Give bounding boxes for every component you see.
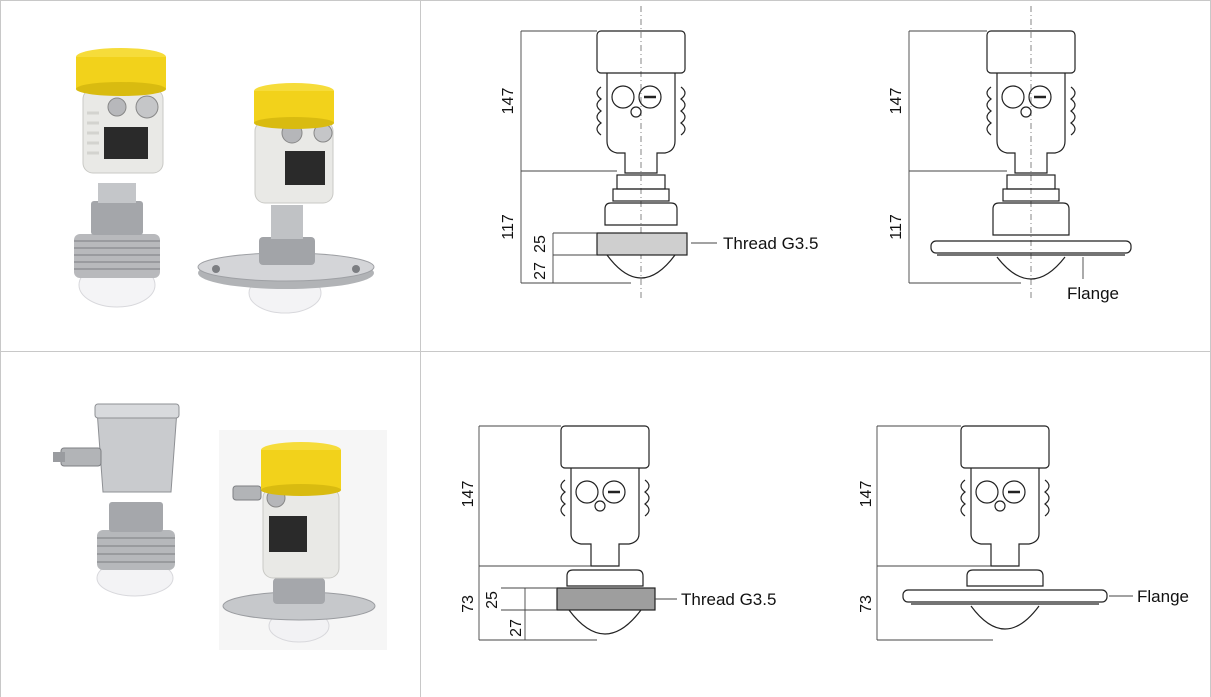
dim-label-thread-25-c: 25 [484,591,501,609]
product-photos-row2 [53,403,387,650]
svg-text:147: 147 [500,88,517,115]
table-border-left [0,0,1,697]
svg-text:25: 25 [532,235,549,253]
stainless-threaded-transmitter-photo [53,403,180,597]
dim-label-thread-25: 25 [532,235,549,253]
dim-label-lower-73-d: 73 [858,595,875,613]
dim-label-lower-73: 73 [460,595,477,613]
dim-label-housing-147: 147 [500,88,517,115]
svg-text:27: 27 [532,262,549,280]
svg-text:117: 117 [888,214,905,240]
callout-thread-label: Thread G3.5 [723,234,818,253]
dim-label-lower-117: 117 [500,214,517,240]
dimension-lines-1 [520,30,717,284]
dimension-lines-4 [876,425,1133,641]
dimension-lines-2 [908,30,1084,284]
yellow-cap-flanged-transmitter-2-photo [219,430,387,650]
dimension-lines-3 [478,425,677,641]
threaded-dimension-drawing-2 [556,425,656,635]
svg-text:147: 147 [888,88,905,115]
photo-cell-row2 [1,352,420,697]
dim-label-housing-147-b: 147 [888,88,905,115]
dim-label-lens-27-c: 27 [508,619,525,637]
drawing-cell-row2: 147 73 25 27 Thread G3.5 [421,352,1210,697]
callout-thread-label-2: Thread G3.5 [681,590,776,609]
dim-label-housing-147-c: 147 [460,481,477,508]
flanged-dimension-drawing-2 [902,425,1108,630]
svg-text:73: 73 [460,595,477,613]
product-photos-row1 [74,48,375,314]
yellow-cap-threaded-transmitter-photo [74,48,166,308]
threaded-dimension-drawing-1 [596,6,688,301]
dim-label-housing-147-d: 147 [858,481,875,508]
flanged-dimension-drawing-1 [930,6,1132,301]
dim-label-lower-117-b: 117 [888,214,905,240]
photo-cell-row1 [1,1,420,351]
svg-text:73: 73 [858,595,875,613]
dim-label-lens-27: 27 [532,262,549,280]
dimension-drawings-row2: 147 73 25 27 Thread G3.5 [460,425,1189,641]
table-column-divider [420,0,421,697]
table-border-top [0,0,1211,1]
dimension-drawings-row1: 147 117 25 27 Thread G3.5 [500,6,1132,303]
table-row-divider [0,351,1211,352]
svg-text:27: 27 [508,619,525,637]
svg-text:147: 147 [858,481,875,508]
svg-text:25: 25 [484,591,501,609]
callout-flange-label-2: Flange [1137,587,1189,606]
callout-flange-label: Flange [1067,284,1119,303]
svg-text:147: 147 [460,481,477,508]
drawing-cell-row1: 147 117 25 27 Thread G3.5 [421,1,1210,351]
svg-text:117: 117 [500,214,517,240]
yellow-cap-flanged-transmitter-photo [197,83,375,314]
